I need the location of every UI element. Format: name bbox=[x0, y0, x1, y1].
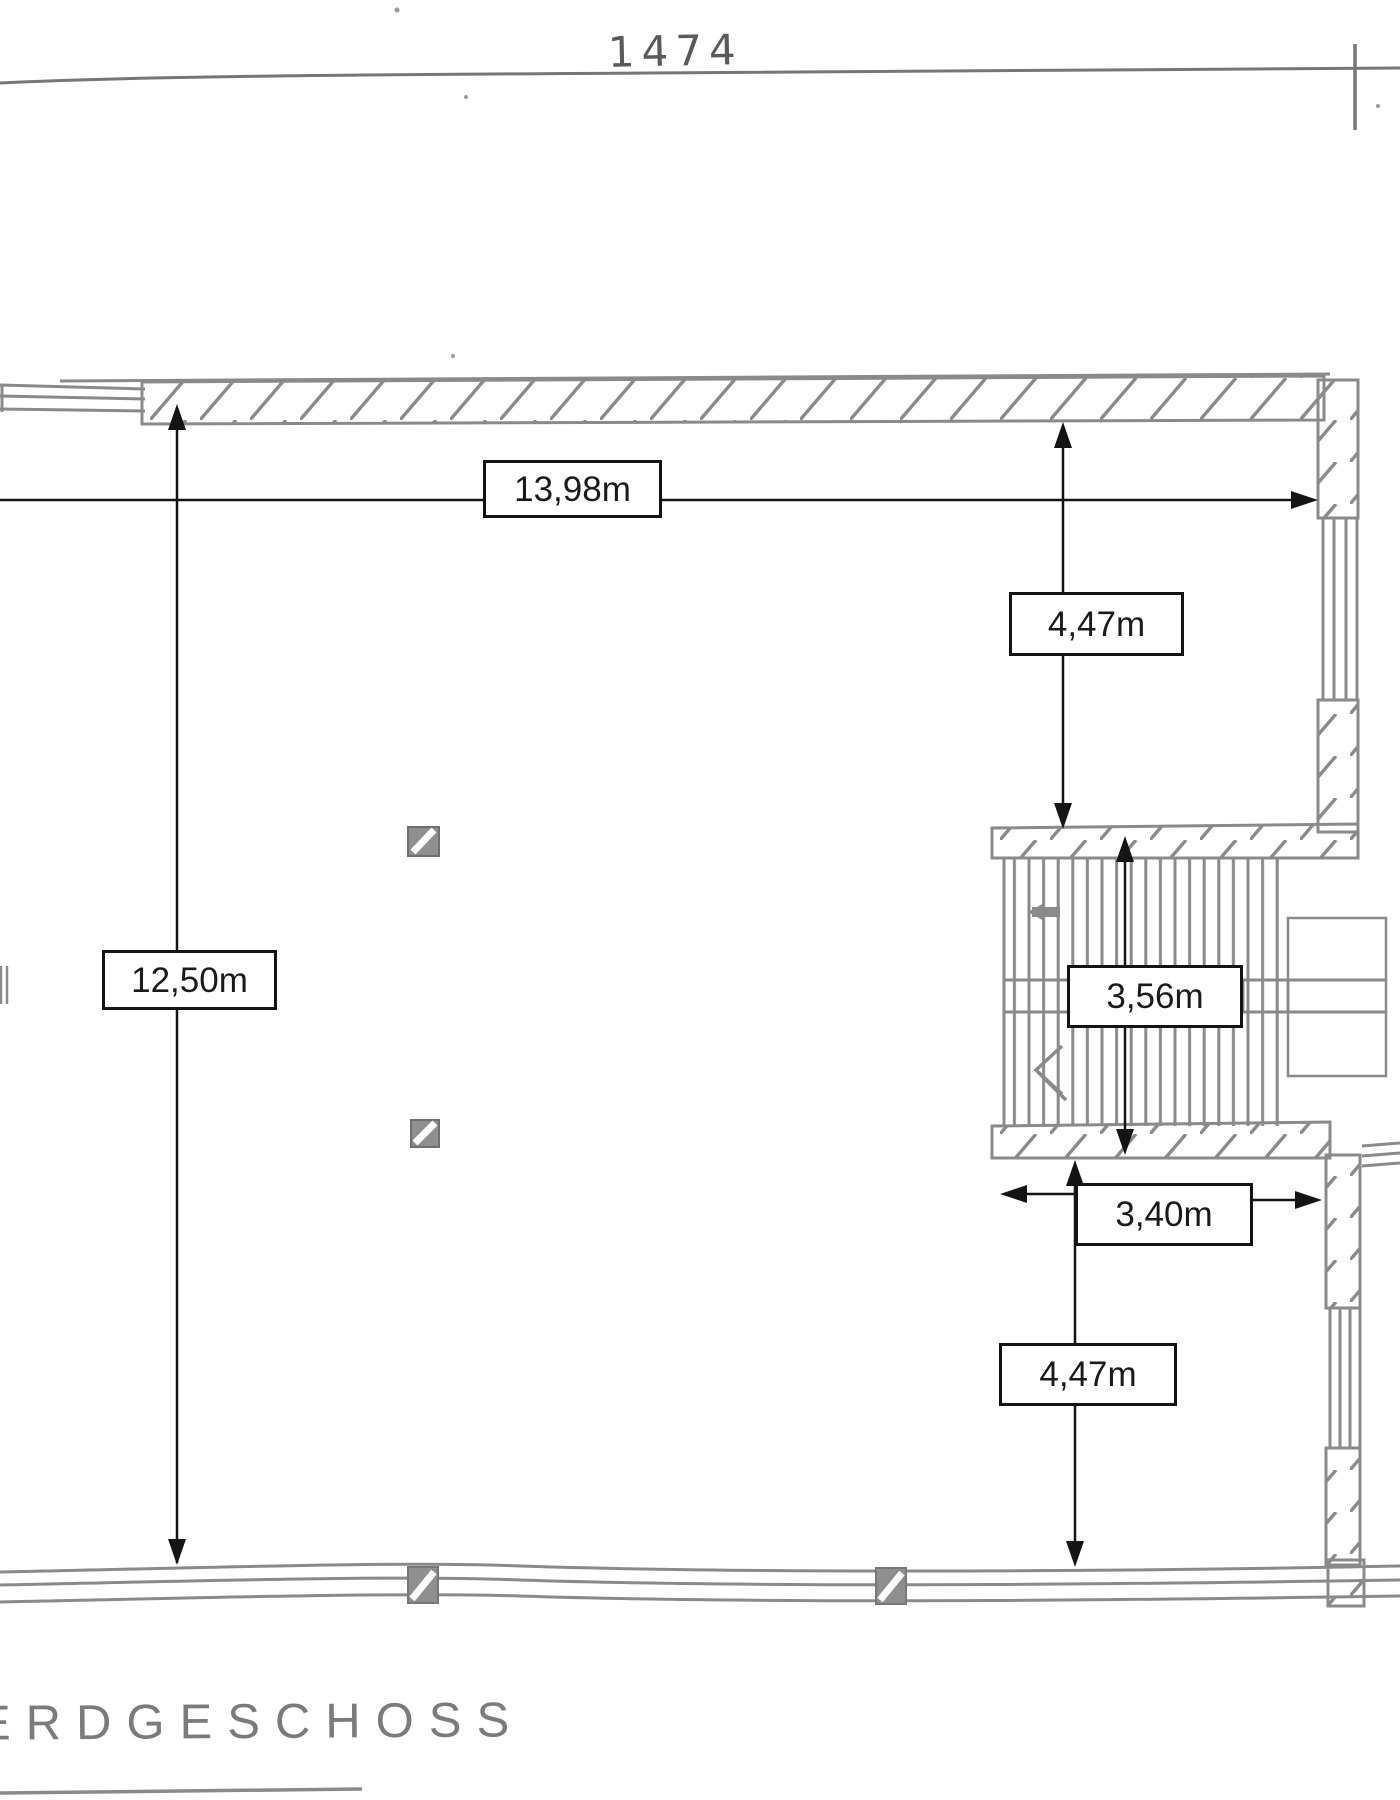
interior-column-markers bbox=[407, 826, 440, 1148]
title-underline bbox=[0, 1787, 363, 1795]
dimension-stair-width bbox=[1000, 1185, 1322, 1209]
column-marker bbox=[407, 826, 440, 857]
window-right-lower bbox=[1328, 1308, 1362, 1448]
dim-value-right-bottom: 4,47m bbox=[1039, 1355, 1137, 1394]
dim-box-right-bottom: 4,47m bbox=[999, 1343, 1177, 1406]
dim-value-stair-height: 3,56m bbox=[1106, 977, 1204, 1016]
dim-value-right-top: 4,47m bbox=[1047, 604, 1146, 644]
stair-walk-line-start bbox=[1028, 903, 1060, 921]
corner-column bbox=[1326, 1558, 1366, 1608]
bottom-wall-columns bbox=[407, 1558, 1366, 1608]
dim-box-right-top: 4,47m bbox=[1009, 592, 1184, 656]
exterior-wall-bottom bbox=[0, 1562, 1400, 1604]
overall-width-value: 1474 bbox=[607, 25, 743, 77]
wall-right-mid-pier bbox=[1316, 698, 1360, 834]
stair-wall-lower bbox=[990, 1120, 1332, 1160]
window-top-left bbox=[0, 383, 146, 413]
stair-wall-upper bbox=[990, 822, 1360, 860]
column-marker bbox=[875, 1567, 907, 1605]
plan-title: ERDGESCHOSS bbox=[0, 1693, 525, 1751]
wall-right-upper-pier bbox=[1316, 378, 1360, 520]
paper-specks bbox=[394, 7, 1380, 358]
dim-value-stair-width: 3,40m bbox=[1115, 1195, 1213, 1234]
dim-box-stair-height: 3,56m bbox=[1067, 965, 1243, 1028]
dim-value-hall-width: 13,98m bbox=[514, 469, 631, 509]
stair-landing bbox=[1286, 916, 1388, 1078]
column-marker bbox=[410, 1119, 440, 1148]
dim-box-hall-height: 12,50m bbox=[102, 950, 277, 1010]
dim-box-stair-width: 3,40m bbox=[1075, 1183, 1253, 1246]
dim-box-hall-width: 13,98m bbox=[483, 460, 662, 518]
stair-direction-arrow bbox=[1033, 1044, 1068, 1102]
wall-right-bottom-pier bbox=[1324, 1446, 1362, 1567]
top-dimension-line bbox=[0, 44, 1400, 130]
column-marker bbox=[407, 1566, 439, 1604]
exterior-wall-top bbox=[59, 372, 1331, 426]
dim-value-hall-height: 12,50m bbox=[131, 960, 248, 1000]
window-right-upper bbox=[1321, 518, 1359, 700]
wall-right-lower-pier bbox=[1324, 1153, 1362, 1310]
exterior-sill-lines-right bbox=[1361, 1141, 1400, 1168]
wall-left-fragment bbox=[0, 966, 9, 1004]
